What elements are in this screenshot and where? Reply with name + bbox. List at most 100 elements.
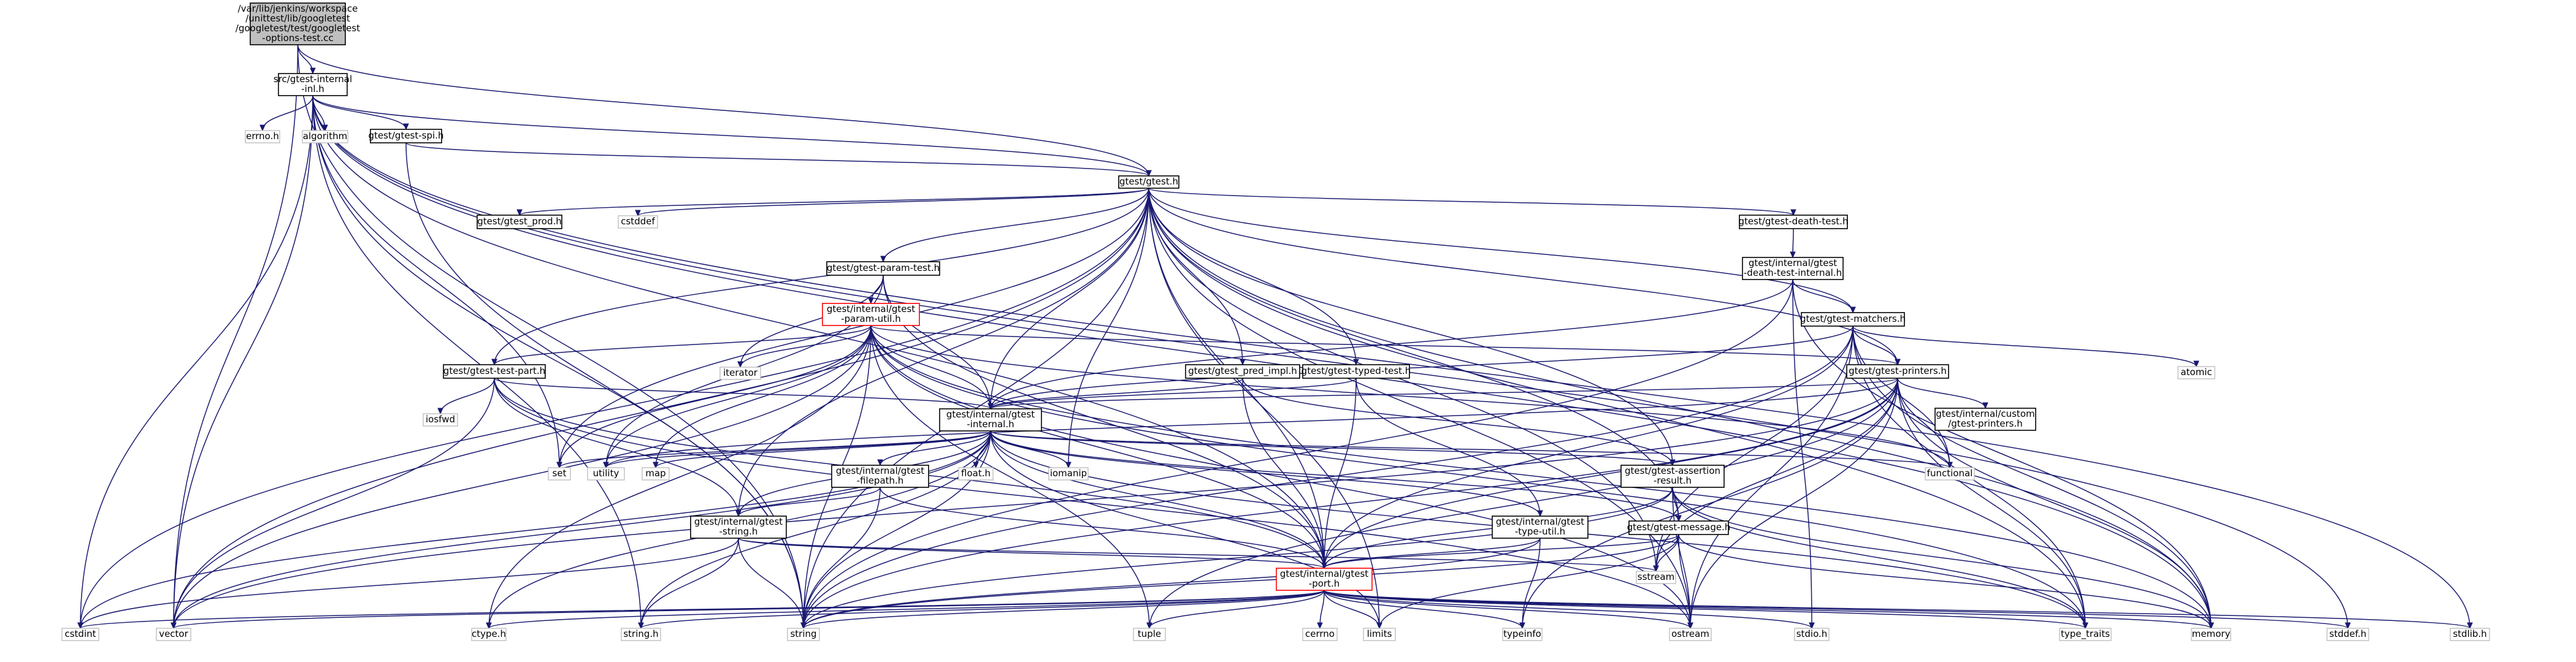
edge-param_util-to-utility bbox=[605, 325, 872, 468]
node-gtest_h[interactable]: gtest/gtest.h bbox=[1118, 175, 1179, 189]
node-label-string_h_g: gtest/internal/gtest bbox=[694, 516, 783, 527]
edge-printers-to-port bbox=[1324, 378, 1898, 569]
node-set: set bbox=[548, 467, 571, 481]
edge-param_util-to-functional bbox=[870, 325, 1950, 468]
node-box-gtest_internal_inl bbox=[278, 73, 348, 96]
edge-internal_h-to-map bbox=[655, 430, 991, 468]
node-death_test[interactable]: gtest/gtest-death-test.h bbox=[1739, 215, 1849, 229]
node-assertion_result[interactable]: gtest/gtest-assertion-result.h bbox=[1620, 465, 1725, 488]
arrowhead-port-to-typeinfo bbox=[1519, 622, 1525, 630]
node-label-float: float.h bbox=[961, 468, 991, 479]
edge-param_util-to-set bbox=[559, 325, 872, 468]
edge-matchers-to-memory bbox=[1852, 325, 2212, 629]
node-label-port: -port.h bbox=[1309, 578, 1340, 589]
node-label-string_h_g: -string.h bbox=[719, 526, 758, 537]
arrowhead-assertion_result-to-message bbox=[1676, 515, 1682, 522]
edge-gtest_h-to-param_test bbox=[883, 188, 1149, 262]
edge-internal_h-to-message bbox=[990, 430, 1679, 522]
edge-port-to-type_traits bbox=[1324, 590, 2086, 629]
node-filepath[interactable]: gtest/internal/gtest-filepath.h bbox=[831, 465, 929, 488]
node-port[interactable]: gtest/internal/gtest-port.h bbox=[1276, 568, 1373, 591]
node-box-stddef bbox=[2326, 628, 2369, 641]
edge-gtest_internal_inl-to-stddef bbox=[312, 95, 2348, 629]
node-iosfwd: iosfwd bbox=[423, 413, 458, 427]
arrowhead-internal_h-to-filepath bbox=[877, 459, 883, 466]
node-box-gtest_prod bbox=[477, 215, 562, 229]
node-box-root bbox=[250, 2, 346, 45]
node-box-port bbox=[1276, 568, 1373, 591]
edge-message-to-port bbox=[1324, 534, 1679, 569]
arrowhead-matchers-to-atomic bbox=[2193, 360, 2199, 368]
node-gtest_spi[interactable]: gtest/gtest-spi.h bbox=[369, 129, 444, 143]
node-pred_impl[interactable]: gtest/gtest_pred_impl.h bbox=[1185, 364, 1300, 379]
edge-port-to-cstdint bbox=[80, 590, 1325, 629]
edge-printers-to-custom_printers bbox=[1897, 378, 1986, 409]
node-label-cstddef: cstddef bbox=[621, 216, 655, 227]
node-root[interactable]: /var/lib/jenkins/workspace/unittest/lib/… bbox=[236, 2, 360, 45]
edge-gtest_h-to-iomanip bbox=[1068, 188, 1149, 468]
node-box-utility bbox=[587, 467, 625, 481]
node-label-custom_printers: /gtest-printers.h bbox=[1948, 418, 2023, 429]
node-typed_test[interactable]: gtest/gtest-typed-test.h bbox=[1301, 364, 1411, 379]
arrowhead-printers-to-internal_h bbox=[987, 403, 994, 410]
edge-param_util-to-port bbox=[870, 325, 1325, 569]
node-label-iomanip: iomanip bbox=[1050, 468, 1087, 479]
node-label-printers: gtest/gtest-printers.h bbox=[1849, 365, 1947, 376]
edge-gtest_h-to-internal_h bbox=[990, 188, 1149, 409]
node-printers[interactable]: gtest/gtest-printers.h bbox=[1846, 364, 1949, 379]
edge-internal_h-to-type_util bbox=[990, 430, 1541, 517]
node-gtest_prod[interactable]: gtest/gtest_prod.h bbox=[477, 215, 562, 229]
edge-gtest_h-to-cstddef bbox=[637, 188, 1149, 216]
edge-printers-to-vector bbox=[173, 378, 1898, 629]
node-matchers[interactable]: gtest/gtest-matchers.h bbox=[1800, 312, 1906, 327]
edge-gtest_h-to-set bbox=[559, 188, 1149, 468]
node-label-port: gtest/internal/gtest bbox=[1280, 568, 1368, 579]
node-tuple: tuple bbox=[1133, 628, 1166, 641]
node-label-assertion_result: gtest/gtest-assertion bbox=[1625, 465, 1720, 476]
node-box-internal_h bbox=[939, 408, 1042, 432]
edge-gtest_h-to-pred_impl bbox=[1148, 188, 1243, 365]
node-death_test_internal[interactable]: gtest/internal/gtest-death-test-internal… bbox=[1742, 257, 1844, 280]
arrowhead-param_util-to-test_part bbox=[491, 359, 497, 366]
edge-assertion_result-to-type_traits bbox=[1672, 487, 2086, 629]
node-box-stdio bbox=[1794, 628, 1830, 641]
arrowhead-port-to-cerrno bbox=[1317, 622, 1323, 630]
edge-param_util-to-iterator bbox=[740, 325, 872, 368]
node-label-gtest_internal_inl: -inl.h bbox=[301, 83, 324, 94]
node-cstddef: cstddef bbox=[618, 215, 658, 229]
node-string_h_g[interactable]: gtest/internal/gtest-string.h bbox=[690, 516, 787, 539]
node-param_util[interactable]: gtest/internal/gtest-param-util.h bbox=[822, 303, 920, 326]
node-label-gtest_prod: gtest/gtest_prod.h bbox=[477, 216, 562, 227]
edge-port-to-vector bbox=[173, 590, 1325, 629]
node-label-memory: memory bbox=[2192, 628, 2231, 639]
edge-port-to-string_c bbox=[640, 590, 1325, 629]
edge-param_util-to-ostream bbox=[870, 325, 1691, 629]
edge-test_part-to-iosfwd bbox=[440, 378, 495, 414]
node-label-tuple: tuple bbox=[1138, 628, 1161, 639]
node-test_part[interactable]: gtest/gtest-test-part.h bbox=[443, 364, 546, 379]
node-box-death_test_internal bbox=[1742, 257, 1844, 280]
edge-gtest_spi-to-string bbox=[405, 142, 804, 629]
node-label-internal_h: -internal.h bbox=[967, 419, 1014, 430]
arrowhead-param_util-to-iterator bbox=[737, 361, 743, 368]
edge-param_util-to-printers bbox=[870, 325, 1898, 365]
node-box-iosfwd bbox=[423, 413, 458, 427]
edge-gtest_internal_inl-to-errno bbox=[262, 95, 313, 131]
node-message[interactable]: gtest/gtest-message.h bbox=[1627, 520, 1731, 535]
node-label-param_util: gtest/internal/gtest bbox=[827, 303, 915, 314]
node-cstdint: cstdint bbox=[61, 628, 99, 641]
node-custom_printers[interactable]: gtest/internal/custom/gtest-printers.h bbox=[1934, 408, 2036, 431]
edge-gtest_h-to-cstdint bbox=[80, 188, 1149, 629]
node-label-iosfwd: iosfwd bbox=[426, 414, 455, 425]
edge-test_part-to-internal_h bbox=[494, 378, 991, 409]
node-internal_h[interactable]: gtest/internal/gtest-internal.h bbox=[939, 408, 1042, 432]
edge-port-to-memory bbox=[1324, 590, 2212, 629]
edge-port-to-tuple bbox=[1149, 590, 1325, 629]
arrowhead-port-to-stdio bbox=[1809, 622, 1815, 630]
node-label-filepath: gtest/internal/gtest bbox=[836, 465, 924, 476]
node-gtest_internal_inl[interactable]: src/gtest-internal-inl.h bbox=[274, 73, 352, 96]
node-type_util[interactable]: gtest/internal/gtest-type-util.h bbox=[1492, 516, 1589, 539]
node-box-iterator bbox=[719, 367, 761, 380]
node-param_test[interactable]: gtest/gtest-param-test.h bbox=[826, 261, 940, 276]
arrowhead-death_test-to-death_test_internal bbox=[1790, 251, 1796, 259]
